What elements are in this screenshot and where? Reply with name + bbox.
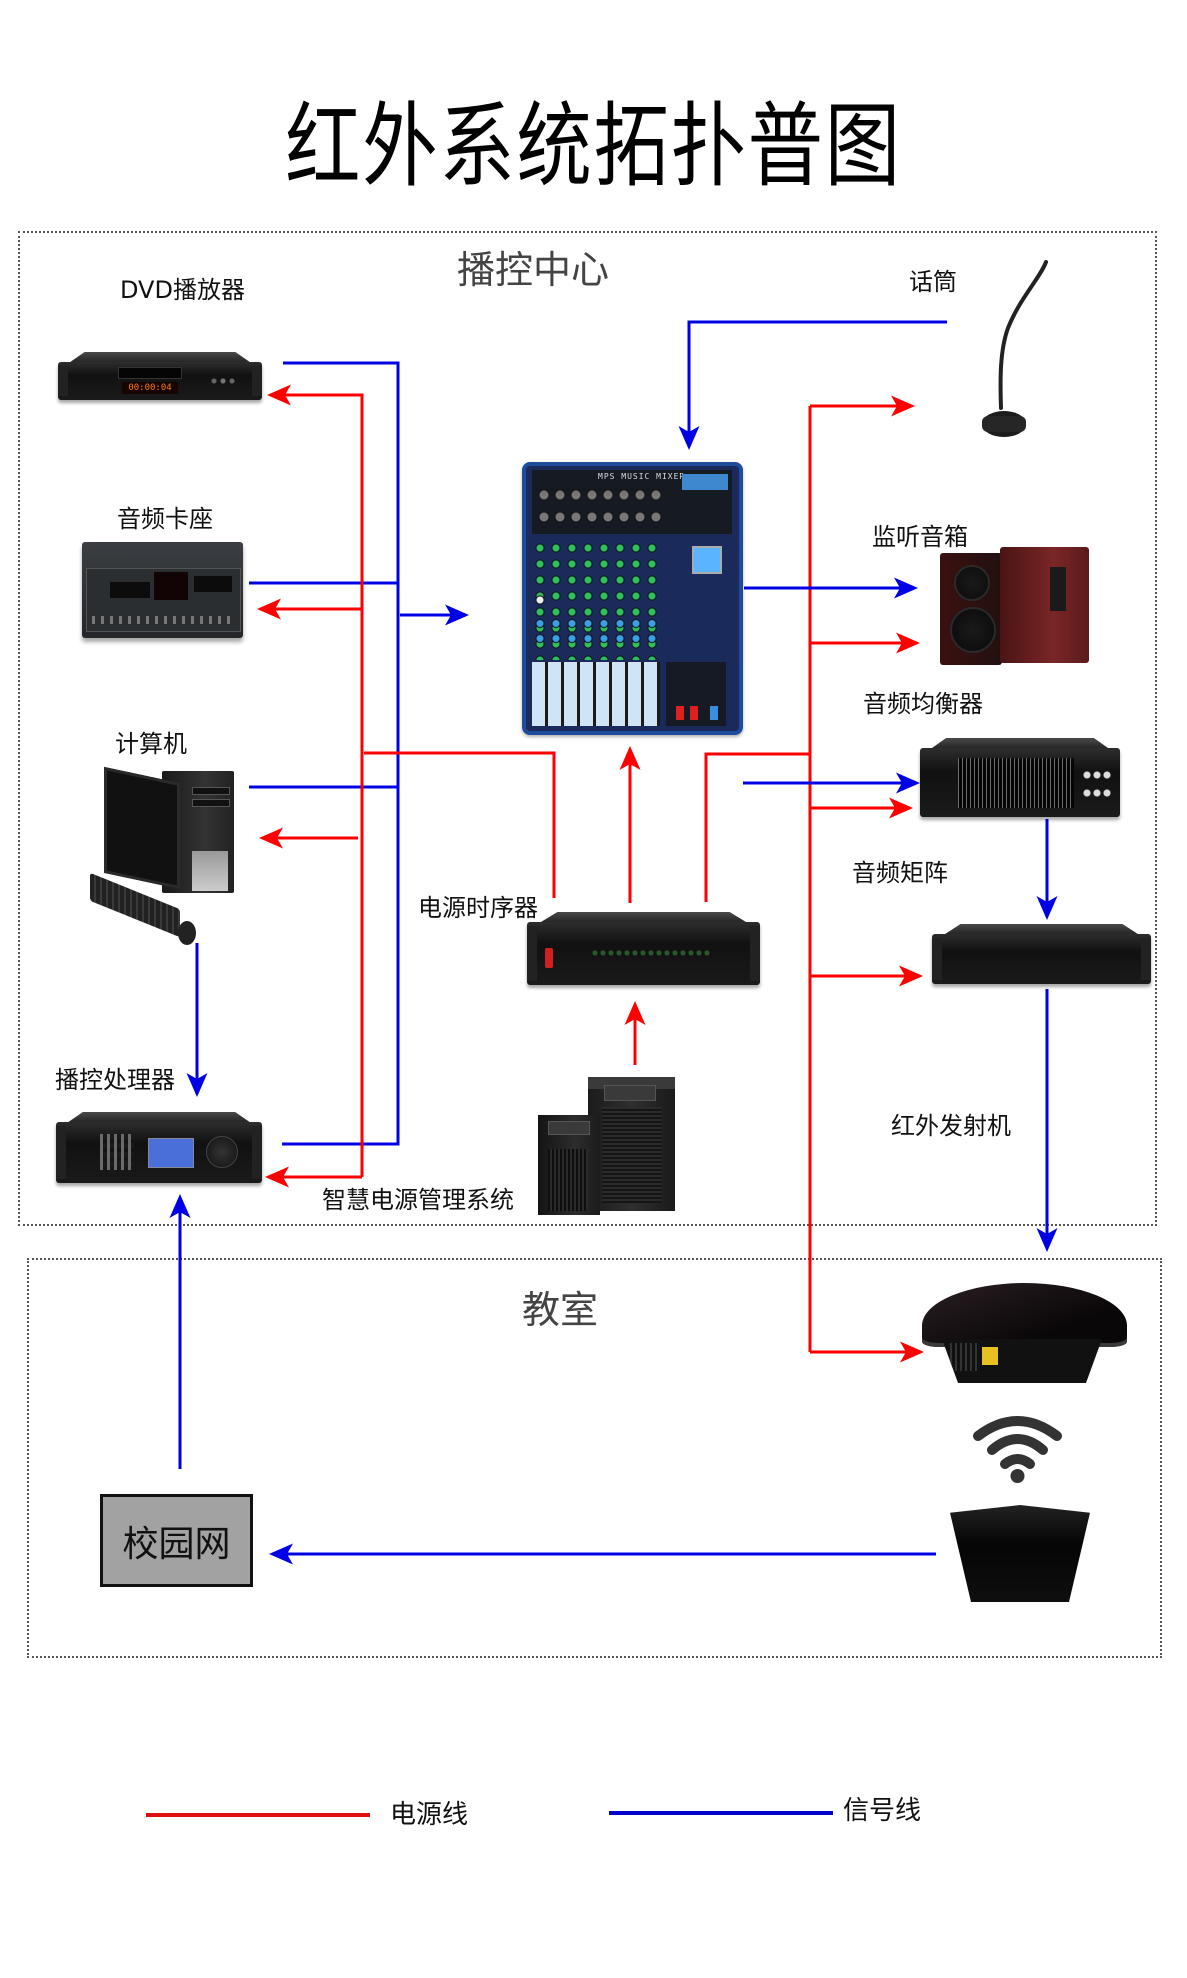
ups-grille [602,1107,662,1203]
woofer [950,607,996,653]
smart-power-system-device[interactable] [538,1077,675,1215]
legend-power-label: 电源线 [390,1800,469,1830]
disc-tray [118,367,182,379]
zone-classroom [27,1258,1162,1658]
cassette-window-left [110,582,150,598]
mixer-top-panel: MPS MUSIC MIXER [532,470,732,534]
processor-lcd [148,1138,194,1168]
fader-cap-blue [710,706,718,720]
rack-ear [932,938,942,980]
rack-ear [252,366,262,396]
mixer-blue-knobs [532,616,660,646]
cassette-deck-label: 音频卡座 [117,505,213,533]
ups-screen [548,1121,590,1135]
receiver-vents [950,1343,978,1371]
tweeter [954,565,990,601]
audio-equalizer-label: 音频均衡器 [863,690,983,718]
computer-monitor [104,766,180,890]
receiver-base [942,1339,1102,1383]
speaker-left [940,553,1002,665]
power-sequencer-to-left-bus [364,751,556,898]
dvd-display: 00:00:04 [122,382,178,394]
ups-screen [604,1085,656,1101]
tower-silver-panel [192,851,228,891]
speaker-port-panel [1050,567,1066,611]
tower-drive [192,799,230,807]
legend-signal-label: 信号线 [843,1796,922,1826]
mixer-master-faders [666,662,726,726]
dvd-controls [208,370,238,392]
sequencer-leds [591,950,711,956]
ups-large [588,1077,675,1211]
sequencer-key [545,948,553,968]
cassette-display [154,572,188,600]
computer-mouse [178,921,196,945]
legend-signal-line [609,1811,833,1815]
eq-knobs [1082,766,1112,802]
dvd-player-label: DVD播放器 [120,276,245,304]
fader-cap-red [676,706,684,720]
power-sequencer-to-right-bus [704,752,810,902]
audio-matrix-label: 音频矩阵 [852,859,948,887]
dvd-player-device[interactable]: 00:00:04 [58,362,262,400]
ups-small [538,1115,600,1215]
ir-transmitter-label: 红外发射机 [891,1112,1011,1140]
mixer-inputs [536,484,664,528]
processor-buttons [100,1134,134,1170]
receiver-top [922,1283,1127,1347]
rack-ear [1141,938,1151,980]
zone-control-center-title: 播控中心 [457,248,610,292]
fader-cap-red [690,706,698,720]
rack-ear [58,366,68,396]
signal-mic-to-mixer [678,320,947,450]
cassette-buttons [92,616,232,624]
campus-network-label: 校园网 [122,1523,231,1565]
ups-grille [548,1149,588,1211]
rack-ear [56,1126,66,1179]
audio-equalizer-device[interactable] [920,748,1120,817]
computer-device[interactable] [90,766,245,945]
rack-ear [527,926,537,981]
rack-ear [252,1126,262,1179]
power-sequencer-device[interactable] [527,922,760,985]
speaker-right [1000,547,1089,663]
mixer-screen [692,546,722,574]
microphone-label: 话筒 [909,268,957,296]
broadcast-processor-device[interactable] [56,1122,262,1183]
cassette-window-right [194,576,232,592]
broadcast-processor-label: 播控处理器 [55,1066,175,1094]
processor-knob [206,1136,238,1168]
legend-power-line [146,1813,370,1817]
power-sequencer-label: 电源时序器 [418,894,538,922]
zone-control-center [18,231,1157,1226]
mixer-master-panel [682,474,728,490]
zone-classroom-title: 教室 [522,1288,599,1332]
mixer-faders [532,662,660,726]
microphone-device[interactable] [980,258,1060,440]
wireless-signal-icon [973,1416,1062,1483]
cassette-deck-device[interactable] [82,542,243,638]
tower-drive [192,787,230,795]
mixer-brand: MPS MUSIC MIXER [598,472,686,481]
smart-power-system-label: 智慧电源管理系统 [322,1186,514,1214]
monitor-speakers-label: 监听音箱 [872,523,968,551]
ir-receiver-device[interactable] [922,1275,1127,1387]
campus-network-box[interactable]: 校园网 [100,1494,253,1587]
ir-handheld-device[interactable] [950,1505,1090,1602]
rack-ear [750,926,760,981]
matrix-buttons [992,956,1122,968]
monitor-speakers-device[interactable] [940,547,1089,665]
diagram-title: 红外系统拓扑普图 [285,93,902,200]
eq-sliders [958,758,1074,808]
mixer-device[interactable]: MPS MUSIC MIXER [522,462,743,735]
receiver-label-sticker [982,1347,998,1365]
computer-label: 计算机 [115,730,187,758]
power-bus-to-dvd [267,384,364,1177]
audio-matrix-device[interactable] [932,934,1151,984]
